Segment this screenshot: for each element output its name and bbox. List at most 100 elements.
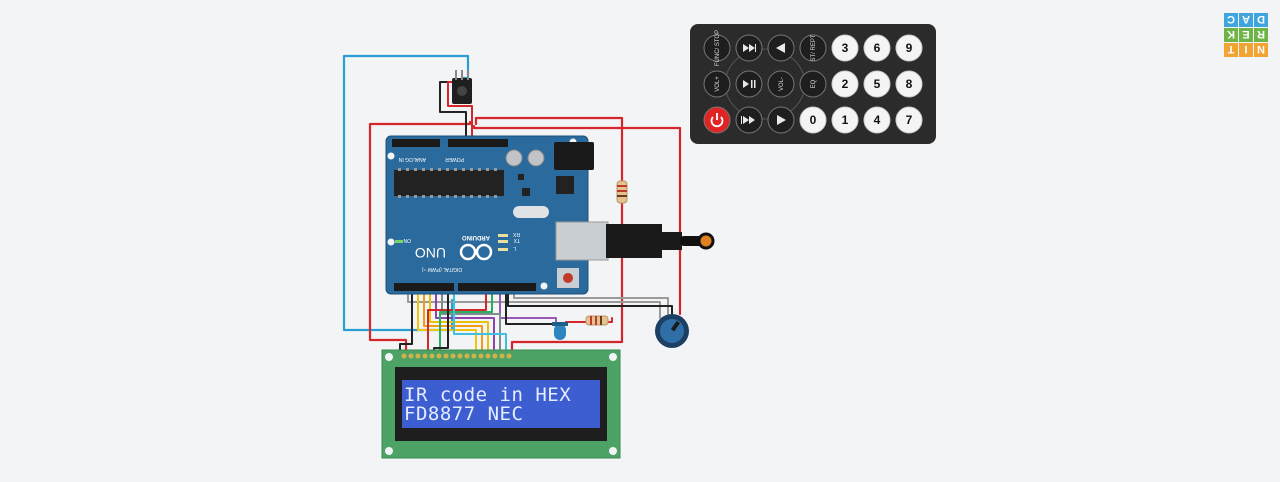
reset-button[interactable] xyxy=(557,268,579,288)
usb-cable[interactable] xyxy=(606,224,715,258)
remote-button-1[interactable]: 1 xyxy=(831,106,859,134)
model-label: UNO xyxy=(415,245,446,261)
svg-text:R: R xyxy=(1257,28,1265,40)
power-header[interactable] xyxy=(392,139,508,147)
remote-button-6[interactable]: 6 xyxy=(863,34,891,62)
lcd-16x2[interactable]: IR code in HEX FD8877 NEC xyxy=(381,349,621,459)
wire-green-d12[interactable] xyxy=(439,289,493,353)
remote-button-label: 8 xyxy=(906,77,913,91)
arduino-uno-board[interactable]: ANALOG IN POWER TX RX L ON ARDUINO xyxy=(385,135,609,295)
svg-text:C: C xyxy=(1227,13,1235,25)
play-pause-icon xyxy=(743,80,756,88)
resistor-horizontal[interactable] xyxy=(585,315,609,326)
lcd-pins xyxy=(401,353,512,359)
remote-button-label: VOL- xyxy=(779,77,785,91)
remote-button-label: 0 xyxy=(810,113,817,127)
potentiometer[interactable] xyxy=(655,314,689,348)
svg-text:I: I xyxy=(1244,43,1247,55)
logo-letter: E xyxy=(1239,28,1253,42)
remote-button-2[interactable]: 2 xyxy=(831,70,859,98)
remote-button-7[interactable]: 7 xyxy=(895,106,923,134)
section-analog-label: ANALOG IN xyxy=(398,156,426,162)
resistor-vertical[interactable] xyxy=(616,180,628,204)
section-digital-label: DIGITAL (PWM ~) xyxy=(422,266,462,272)
remote-button-8[interactable]: 8 xyxy=(895,70,923,98)
remote-button-label: 5 xyxy=(874,77,881,91)
remote-button-label: 7 xyxy=(906,113,913,127)
section-power-label: POWER xyxy=(445,156,464,162)
usb-port[interactable] xyxy=(555,221,609,261)
ir-remote[interactable]: FUNC/ STOP VOL+ VOL- ST/ REPT EQ 0 3 2 1 6 5 4 9 8 7 xyxy=(690,24,936,144)
remote-button-st-rept[interactable]: ST/ REPT xyxy=(799,34,827,62)
remote-button-label: 2 xyxy=(842,77,849,91)
tx-label: TX xyxy=(513,237,520,243)
arduino-logo xyxy=(459,243,493,261)
brand-label: ARDUINO xyxy=(462,234,490,240)
up-button[interactable] xyxy=(767,34,795,62)
logo-letter: T xyxy=(1224,43,1238,57)
wire-gray-pot-b[interactable] xyxy=(407,289,661,319)
remote-button-label: 1 xyxy=(842,113,849,127)
remote-button-5[interactable]: 5 xyxy=(863,70,891,98)
wire-black-led[interactable] xyxy=(505,289,561,325)
wire-red-left-loop[interactable] xyxy=(368,120,472,354)
remote-button-eq[interactable]: EQ xyxy=(799,70,827,98)
atmega-chip xyxy=(394,170,504,196)
lcd-line-2: FD8877 NEC xyxy=(404,403,523,425)
play-button[interactable] xyxy=(767,106,795,134)
remote-buttons: FUNC/ STOP VOL+ VOL- ST/ REPT EQ 0 3 2 1 6 5 4 9 8 7 xyxy=(703,30,923,134)
logo-letter: C xyxy=(1224,13,1238,27)
prev-button[interactable] xyxy=(735,34,763,62)
lcd-screen xyxy=(402,380,600,428)
svg-text:K: K xyxy=(1227,28,1235,40)
logo-letter: A xyxy=(1239,13,1253,27)
remote-button-func-stop[interactable]: FUNC/ STOP xyxy=(703,30,731,66)
remote-button-4[interactable]: 4 xyxy=(863,106,891,134)
wire-red-led[interactable] xyxy=(565,317,613,323)
remote-button-9[interactable]: 9 xyxy=(895,34,923,62)
logo-letter: I xyxy=(1239,43,1253,57)
logo-letter: K xyxy=(1224,28,1238,42)
remote-button-vol[interactable]: VOL+ xyxy=(703,70,731,98)
remote-button-label: VOL+ xyxy=(715,76,721,92)
wire-cyan-lcd[interactable] xyxy=(453,289,507,353)
wire-black-ir[interactable] xyxy=(439,81,467,139)
digital-header[interactable] xyxy=(394,283,536,291)
power-button[interactable] xyxy=(703,106,731,134)
svg-text:A: A xyxy=(1242,13,1250,25)
ir-receiver[interactable] xyxy=(452,70,472,104)
remote-button-label: ST/ REPT xyxy=(811,34,817,61)
rx-label: RX xyxy=(512,231,520,237)
svg-text:N: N xyxy=(1257,43,1265,55)
remote-button-label: 3 xyxy=(842,41,849,55)
wire-red-pot[interactable] xyxy=(472,124,682,316)
l-label: L xyxy=(513,245,516,251)
remote-button-label: FUNC/ STOP xyxy=(715,30,721,66)
wire-black-pot[interactable] xyxy=(507,289,673,319)
remote-button-3[interactable]: 3 xyxy=(831,34,859,62)
up-icon xyxy=(776,43,785,53)
svg-text:E: E xyxy=(1242,28,1249,40)
crystal xyxy=(513,206,549,218)
svg-text:T: T xyxy=(1227,43,1234,55)
prev-icon xyxy=(743,44,756,52)
wire-yellow-d4[interactable] xyxy=(429,289,489,353)
capacitor xyxy=(527,149,545,167)
led-blue[interactable] xyxy=(552,322,568,340)
remote-button-label: EQ xyxy=(811,79,817,88)
lcd-line-1: IR code in HEX xyxy=(404,384,571,406)
next-button[interactable] xyxy=(735,106,763,134)
logo-letter: R xyxy=(1254,28,1268,42)
wire-black-gnd-lcd[interactable] xyxy=(399,289,413,353)
remote-button-label: 4 xyxy=(874,113,881,127)
remote-button-vol[interactable]: VOL- xyxy=(767,70,795,98)
play-pause-button[interactable] xyxy=(735,70,763,98)
play-icon xyxy=(777,115,786,125)
wire-red-d11[interactable] xyxy=(427,289,487,353)
remote-button-label: 9 xyxy=(906,41,913,55)
dc-jack xyxy=(554,142,594,170)
remote-button-0[interactable]: 0 xyxy=(799,106,827,134)
logo-letter: D xyxy=(1254,13,1268,27)
